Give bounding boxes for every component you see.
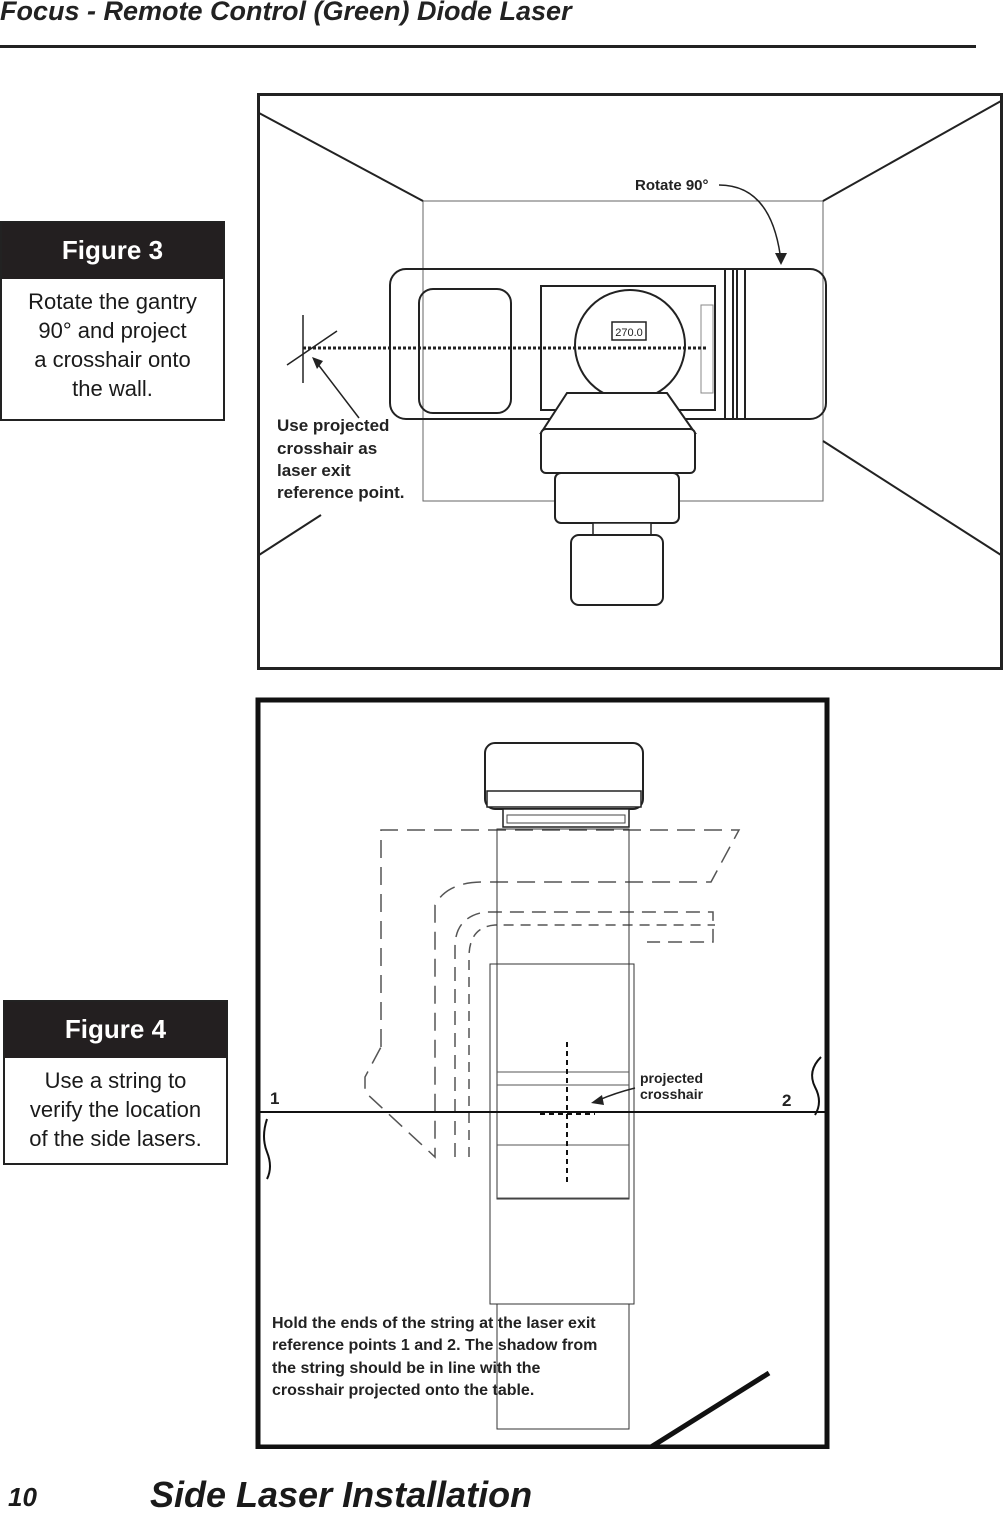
projected-crosshair-label: projected crosshair — [640, 1070, 707, 1102]
reference-line: Use projected — [277, 416, 389, 435]
header-divider — [0, 45, 976, 48]
caption-line: verify the location — [29, 1097, 202, 1122]
instruction-line: the string should be in line with the — [272, 1360, 541, 1377]
reference-line: laser exit — [277, 461, 351, 480]
figure-3-diagram: 270.0 Rotate 90° Use projected crosshair… — [257, 93, 1003, 670]
instruction-text: Hold the ends of the string at the laser… — [272, 1315, 602, 1399]
crosshair-line: projected — [640, 1070, 703, 1086]
string-alignment-illustration: 1 2 projected crosshair Hold the ends of… — [255, 697, 830, 1450]
reference-point-2: 2 — [782, 1091, 791, 1110]
reference-point-1: 1 — [270, 1089, 279, 1108]
caption-line: 90° and project — [38, 318, 187, 343]
caption-line: the wall. — [72, 376, 153, 401]
section-title: Side Laser Installation — [150, 1474, 533, 1515]
reference-point-label: Use projected crosshair as laser exit re… — [277, 416, 405, 502]
figure-4-diagram: 1 2 projected crosshair Hold the ends of… — [255, 697, 830, 1450]
instruction-line: Hold the ends of the string at the laser… — [272, 1315, 596, 1332]
caption-line: Rotate the gantry — [28, 289, 197, 314]
instruction-line: reference points 1 and 2. The shadow fro… — [272, 1337, 597, 1354]
reference-line: reference point. — [277, 483, 405, 502]
reference-line: crosshair as — [277, 439, 377, 458]
figure-3-heading: Figure 3 — [2, 223, 223, 279]
page-number: 10 — [8, 1482, 37, 1512]
figure-3-caption-text: Rotate the gantry 90° and project a cros… — [2, 279, 223, 411]
crosshair-line: crosshair — [640, 1086, 704, 1102]
rotate-label: Rotate 90° — [635, 177, 709, 194]
instruction-line: crosshair projected onto the table. — [272, 1382, 534, 1399]
figure-4-heading: Figure 4 — [5, 1002, 226, 1058]
gantry-angle-display: 270.0 — [615, 327, 643, 339]
document-title: Focus - Remote Control (Green) Diode Las… — [0, 0, 572, 26]
figure-4-caption-text: Use a string to verify the location of t… — [5, 1058, 226, 1161]
caption-line: a crosshair onto — [34, 347, 191, 372]
caption-line: Use a string to — [44, 1068, 187, 1093]
figure-4-caption: Figure 4 Use a string to verify the loca… — [3, 1000, 228, 1165]
gantry-room-illustration: 270.0 Rotate 90° Use projected crosshair… — [257, 93, 1003, 670]
figure-3-caption: Figure 3 Rotate the gantry 90° and proje… — [0, 221, 225, 421]
caption-line: of the side lasers. — [29, 1126, 202, 1151]
